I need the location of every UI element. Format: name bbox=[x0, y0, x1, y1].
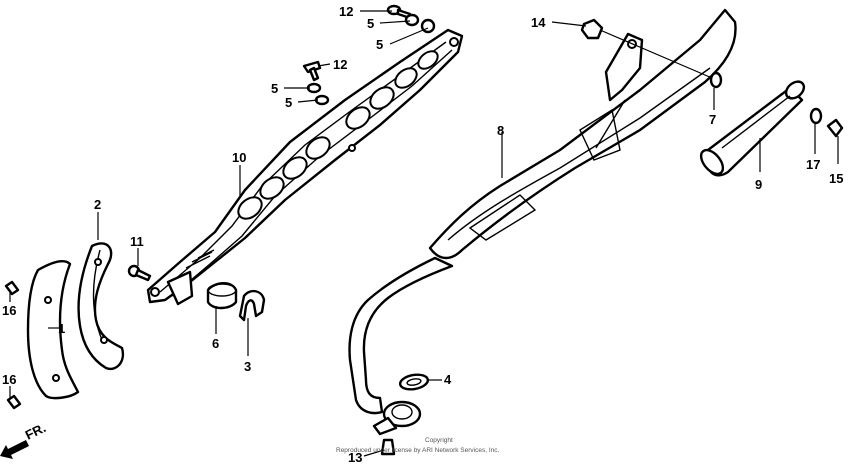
bolt-11-part bbox=[127, 264, 152, 282]
callout-6: 6 bbox=[212, 336, 219, 351]
bolt-15-part bbox=[826, 118, 844, 138]
callout-16a: 16 bbox=[2, 303, 16, 318]
callout-5b: 5 bbox=[376, 37, 383, 52]
bolt-14-part bbox=[580, 18, 604, 40]
leader-lines bbox=[9, 10, 839, 457]
front-direction-label: FR. bbox=[23, 420, 48, 443]
footer-credit: Copyright Reproduced under license by AR… bbox=[336, 437, 499, 454]
footer-line-2: Reproduced under license by ARI Network … bbox=[336, 447, 499, 454]
callout-10: 10 bbox=[232, 150, 246, 165]
muffler-part bbox=[348, 8, 737, 436]
callout-15: 15 bbox=[829, 171, 843, 186]
bolt-16a-part bbox=[4, 280, 20, 296]
callout-17: 17 bbox=[806, 157, 820, 172]
callout-labels: 12 5 5 12 5 5 14 7 8 10 9 17 15 2 11 16 … bbox=[2, 4, 843, 465]
gasket-part bbox=[398, 373, 430, 391]
callout-12a: 12 bbox=[339, 4, 353, 19]
callout-1: 1 bbox=[58, 321, 65, 336]
callout-8: 8 bbox=[497, 123, 504, 138]
callout-5c: 5 bbox=[271, 81, 278, 96]
front-pipe-part bbox=[77, 242, 125, 371]
washer-7-part bbox=[709, 71, 723, 89]
callout-13: 13 bbox=[348, 450, 362, 465]
callout-16b: 16 bbox=[2, 372, 16, 387]
callout-11: 11 bbox=[130, 234, 144, 249]
screw-12b-part bbox=[302, 60, 322, 82]
footer-line-1: Copyright bbox=[425, 437, 453, 444]
front-direction-indicator: FR. bbox=[0, 420, 48, 459]
callout-4: 4 bbox=[444, 372, 452, 387]
collar-part bbox=[206, 282, 238, 310]
front-arrow-icon bbox=[0, 440, 29, 459]
callout-3: 3 bbox=[244, 359, 251, 374]
stud-part bbox=[380, 438, 396, 456]
clamp-part bbox=[238, 289, 266, 322]
tail-pipe-part bbox=[699, 80, 806, 177]
callout-12b: 12 bbox=[333, 57, 347, 72]
bolt-16b-part bbox=[6, 394, 22, 410]
callout-2: 2 bbox=[94, 197, 101, 212]
callout-7: 7 bbox=[709, 112, 716, 127]
washer-17-part bbox=[809, 107, 823, 125]
callout-5d: 5 bbox=[285, 95, 292, 110]
heat-guard-part bbox=[26, 259, 80, 400]
heat-protector-part bbox=[146, 28, 464, 306]
grommet-5a-part bbox=[404, 13, 420, 27]
callout-14: 14 bbox=[531, 15, 546, 30]
callout-9: 9 bbox=[755, 177, 762, 192]
callout-5a: 5 bbox=[367, 16, 374, 31]
